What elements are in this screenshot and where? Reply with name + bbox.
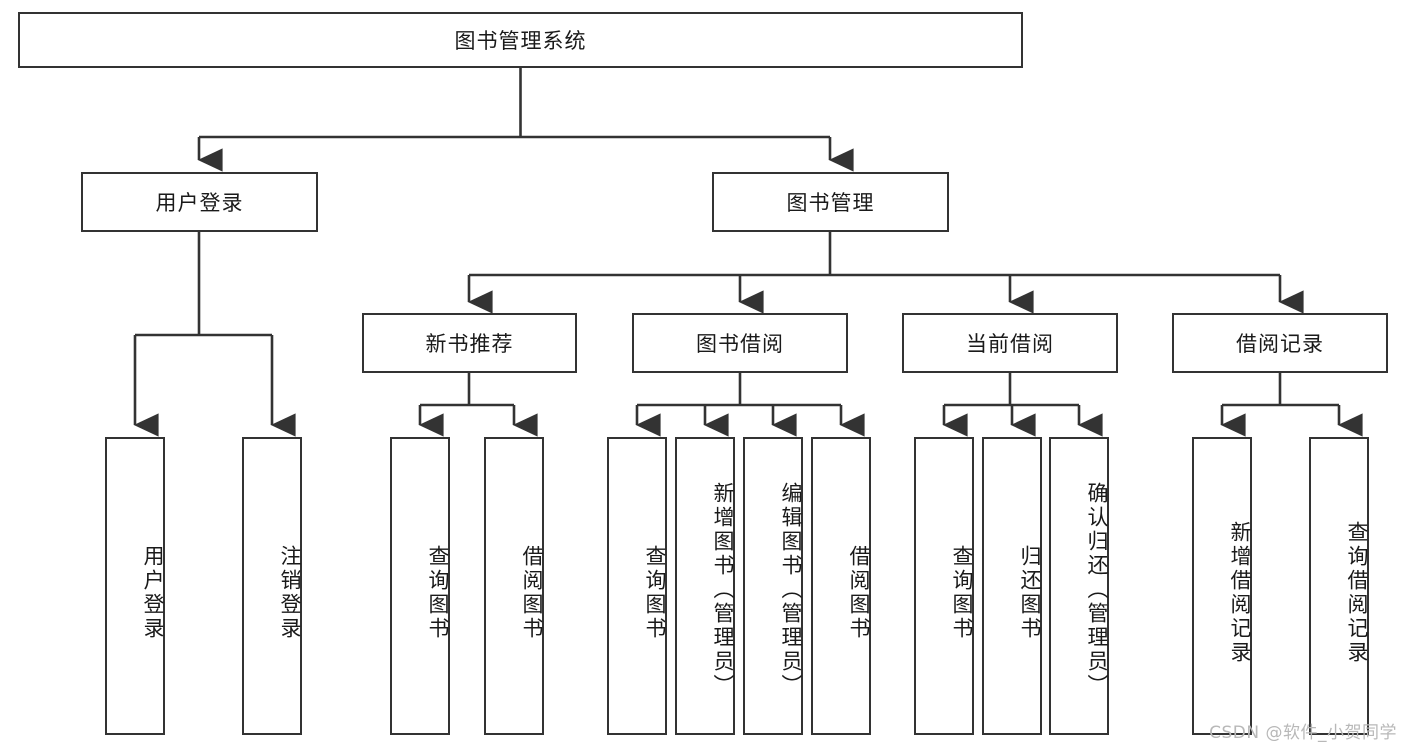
leaf-return-book[interactable]: 归还图书: [982, 437, 1042, 735]
leaf-confirm-return-admin[interactable]: 确认归还（管理员）: [1049, 437, 1109, 735]
node-book-borrow[interactable]: 图书借阅: [632, 313, 848, 373]
leaf-query-book-3[interactable]: 查询图书: [914, 437, 974, 735]
leaf-query-borrow-record[interactable]: 查询借阅记录: [1309, 437, 1369, 735]
node-root-system[interactable]: 图书管理系统: [18, 12, 1023, 68]
leaf-logout-login[interactable]: 注销登录: [242, 437, 302, 735]
leaf-user-login[interactable]: 用户登录: [105, 437, 165, 735]
leaf-edit-book-admin[interactable]: 编辑图书（管理员）: [743, 437, 803, 735]
leaf-add-book-admin[interactable]: 新增图书（管理员）: [675, 437, 735, 735]
node-book-manage[interactable]: 图书管理: [712, 172, 949, 232]
node-user-login[interactable]: 用户登录: [81, 172, 318, 232]
leaf-borrow-book-2[interactable]: 借阅图书: [811, 437, 871, 735]
node-borrow-record[interactable]: 借阅记录: [1172, 313, 1388, 373]
node-current-borrow[interactable]: 当前借阅: [902, 313, 1118, 373]
node-new-book-recommend[interactable]: 新书推荐: [362, 313, 577, 373]
leaf-query-book-1[interactable]: 查询图书: [390, 437, 450, 735]
leaf-borrow-book-1[interactable]: 借阅图书: [484, 437, 544, 735]
leaf-add-borrow-record[interactable]: 新增借阅记录: [1192, 437, 1252, 735]
leaf-query-book-2[interactable]: 查询图书: [607, 437, 667, 735]
csdn-watermark: CSDN @软件_小贺同学: [1209, 723, 1397, 743]
